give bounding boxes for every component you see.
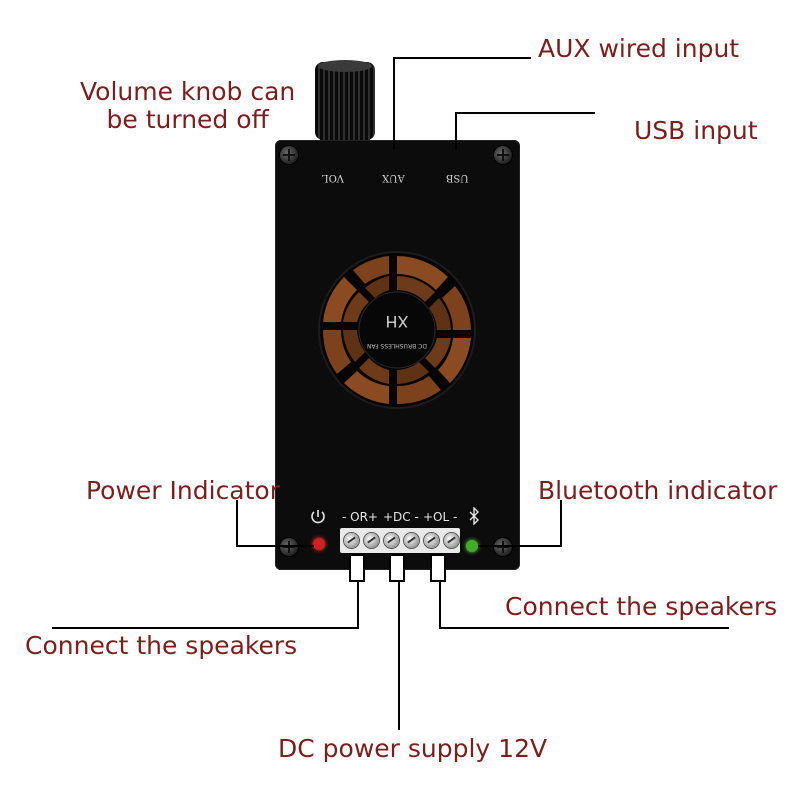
screw-top-right-icon — [494, 146, 512, 164]
leader-speakers-right-horizontal — [439, 627, 729, 629]
terminal-label-ol: +OL - — [423, 510, 458, 524]
leader-power-vertical — [236, 500, 238, 546]
annotation-dc-power: DC power supply 12V — [278, 734, 548, 763]
leader-usb-vertical — [455, 112, 457, 150]
annotation-speakers-left: Connect the speakers — [25, 631, 298, 660]
port-label-vol: VOL — [322, 172, 344, 183]
speaker-plug-left — [430, 554, 446, 582]
leader-power-horizontal — [236, 545, 314, 547]
terminal-block — [340, 528, 460, 553]
power-indicator-led — [313, 538, 325, 550]
fan-spec-text: DC BRUSHLESS FAN — [367, 342, 427, 349]
leader-speakers-right-vertical — [439, 582, 441, 628]
bluetooth-indicator-led — [466, 540, 478, 552]
speaker-plug-right — [349, 554, 365, 582]
annotation-aux-input: AUX wired input — [538, 34, 740, 63]
leader-dc-vertical — [398, 582, 400, 730]
annotation-bluetooth-indicator: Bluetooth indicator — [538, 476, 778, 505]
terminal-screw-ol-plus — [424, 533, 439, 548]
leader-speakers-left-horizontal — [52, 627, 359, 629]
terminal-screw-dc-minus — [404, 533, 419, 548]
terminal-label-or: - OR+ — [342, 510, 378, 524]
terminal-screw-dc-plus — [384, 533, 399, 548]
screw-top-left-icon — [280, 146, 298, 164]
fan-outer-blades — [322, 256, 471, 405]
bluetooth-icon — [469, 507, 479, 525]
annotation-volume-knob: Volume knob can be turned off — [80, 77, 296, 134]
port-label-usb: USB — [446, 172, 469, 183]
leader-aux-vertical — [393, 57, 395, 149]
volume-knob-top — [318, 60, 372, 72]
annotation-speakers-right: Connect the speakers — [505, 592, 778, 621]
terminal-screw-or-plus — [364, 533, 379, 548]
leader-bt-vertical — [560, 500, 562, 546]
terminal-screw-ol-minus — [444, 533, 459, 548]
screw-bottom-left-icon — [280, 538, 298, 556]
terminal-screw-or-minus — [344, 533, 359, 548]
annotation-power-indicator: Power Indicator — [86, 476, 281, 505]
fan-brand: XH — [386, 312, 409, 331]
leader-bt-horizontal — [478, 545, 562, 547]
volume-knob — [315, 62, 375, 140]
terminal-label-dc: +DC - — [383, 510, 419, 524]
port-label-aux: AUX — [382, 172, 405, 183]
dc-power-plug — [389, 554, 405, 582]
cooling-fan: XH DC BRUSHLESS FAN — [318, 251, 476, 409]
screw-bottom-right-icon — [494, 538, 512, 556]
leader-speakers-left-vertical — [357, 582, 359, 628]
leader-usb-horizontal — [455, 112, 595, 114]
leader-aux-horizontal — [393, 57, 531, 59]
annotation-usb-input: USB input — [634, 116, 758, 145]
fan-inner-blades — [343, 276, 451, 384]
power-symbol-icon — [311, 510, 325, 524]
